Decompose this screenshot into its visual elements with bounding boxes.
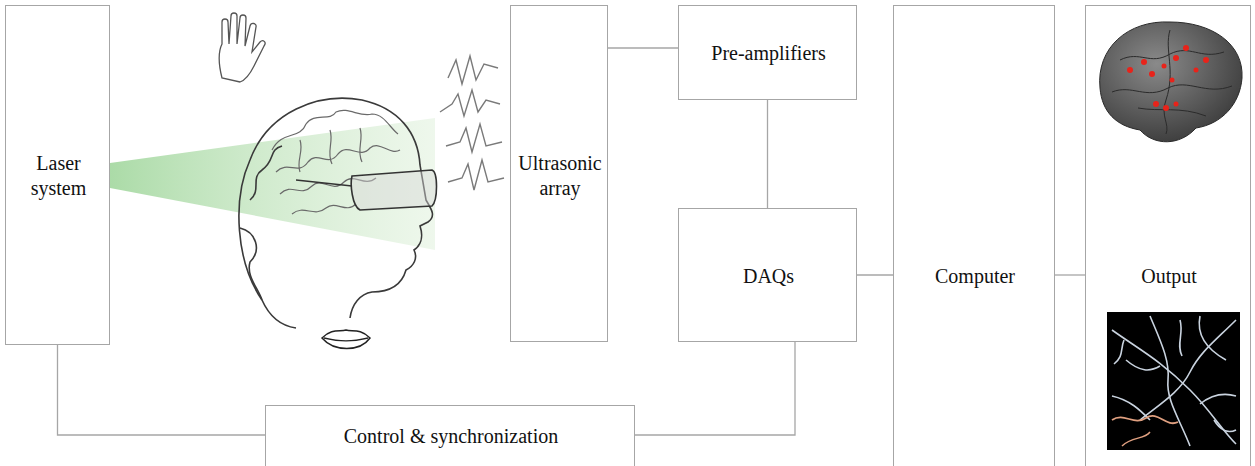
- computer-box: Computer: [893, 5, 1055, 466]
- activation-dot: [1174, 102, 1179, 107]
- lips-outline: [322, 330, 370, 349]
- lips-sketch: [322, 330, 370, 349]
- activation-dot: [1127, 67, 1133, 73]
- wave-signal: [446, 124, 502, 152]
- sulcus-line: [1138, 108, 1206, 116]
- activation-dot: [1203, 57, 1209, 63]
- vessel-line: [1112, 316, 1236, 420]
- activation-dot: [1153, 101, 1159, 107]
- daq-box: DAQs: [678, 208, 857, 342]
- vessel-line: [1140, 320, 1236, 420]
- output-box: Output: [1085, 5, 1251, 466]
- sulcus-line: [1164, 30, 1170, 134]
- sulcus-line: [299, 128, 362, 172]
- vessel-line: [1114, 320, 1236, 432]
- gyrus-line: [272, 110, 398, 150]
- connector-line: [1055, 274, 1085, 275]
- ultrasonic-array-box: Ultrasonic array: [510, 5, 608, 342]
- activation-dot: [1162, 64, 1167, 69]
- connector-line: [635, 342, 795, 435]
- vessel-highlight: [1112, 416, 1178, 423]
- goggle-strap: [296, 180, 352, 186]
- node-label: Ultrasonic array: [517, 151, 603, 201]
- vessel-network: [1112, 316, 1236, 446]
- node-label: Computer: [900, 264, 1050, 289]
- neck-line: [262, 300, 296, 328]
- activation-dot: [1173, 55, 1179, 61]
- goggles: [296, 170, 437, 210]
- hair-line: [250, 146, 282, 200]
- activation-dot: [1170, 78, 1175, 83]
- acoustic-waves: [440, 56, 504, 190]
- connector-line: [58, 345, 266, 435]
- gyrus-line: [292, 204, 356, 214]
- wave-signal: [448, 56, 498, 84]
- activation-dot: [1141, 59, 1147, 65]
- vessel-highlight: [1122, 432, 1150, 446]
- vessel-render: [1107, 312, 1240, 450]
- gyrus-line: [276, 146, 400, 172]
- hand-sketch: [219, 13, 265, 82]
- brain-sulci: [1112, 30, 1232, 134]
- brain-render: [1100, 22, 1242, 142]
- preamplifier-box: Pre-amplifiers: [678, 5, 857, 100]
- vessel-image-ground: [1107, 312, 1240, 450]
- node-label: Output: [1092, 264, 1246, 289]
- ear-line: [240, 228, 262, 300]
- activation-dot: [1163, 105, 1169, 111]
- brain-shape: [1100, 22, 1242, 142]
- activation-dots: [1127, 45, 1209, 111]
- activation-dot: [1194, 68, 1199, 73]
- activation-dot: [1149, 71, 1155, 77]
- connector-line: [857, 274, 893, 275]
- hand-outline: [219, 13, 265, 82]
- wave-signal: [448, 160, 504, 190]
- node-label: DAQs: [685, 264, 852, 289]
- activation-dot: [1183, 45, 1189, 51]
- sulcus-line: [1112, 85, 1232, 93]
- head-sketch: [239, 98, 433, 328]
- connector-line: [767, 100, 768, 208]
- laser-system-box: Laser system: [5, 5, 110, 345]
- vessel-line: [1112, 330, 1236, 444]
- node-label: Control & synchronization: [272, 424, 630, 449]
- wave-signal: [440, 90, 500, 116]
- lips-line: [324, 338, 368, 341]
- control-sync-box: Control & synchronization: [265, 405, 635, 466]
- goggle-lens: [351, 170, 436, 210]
- node-label: Laser system: [12, 151, 105, 201]
- node-label: Pre-amplifiers: [685, 41, 852, 66]
- connector-line: [608, 47, 678, 48]
